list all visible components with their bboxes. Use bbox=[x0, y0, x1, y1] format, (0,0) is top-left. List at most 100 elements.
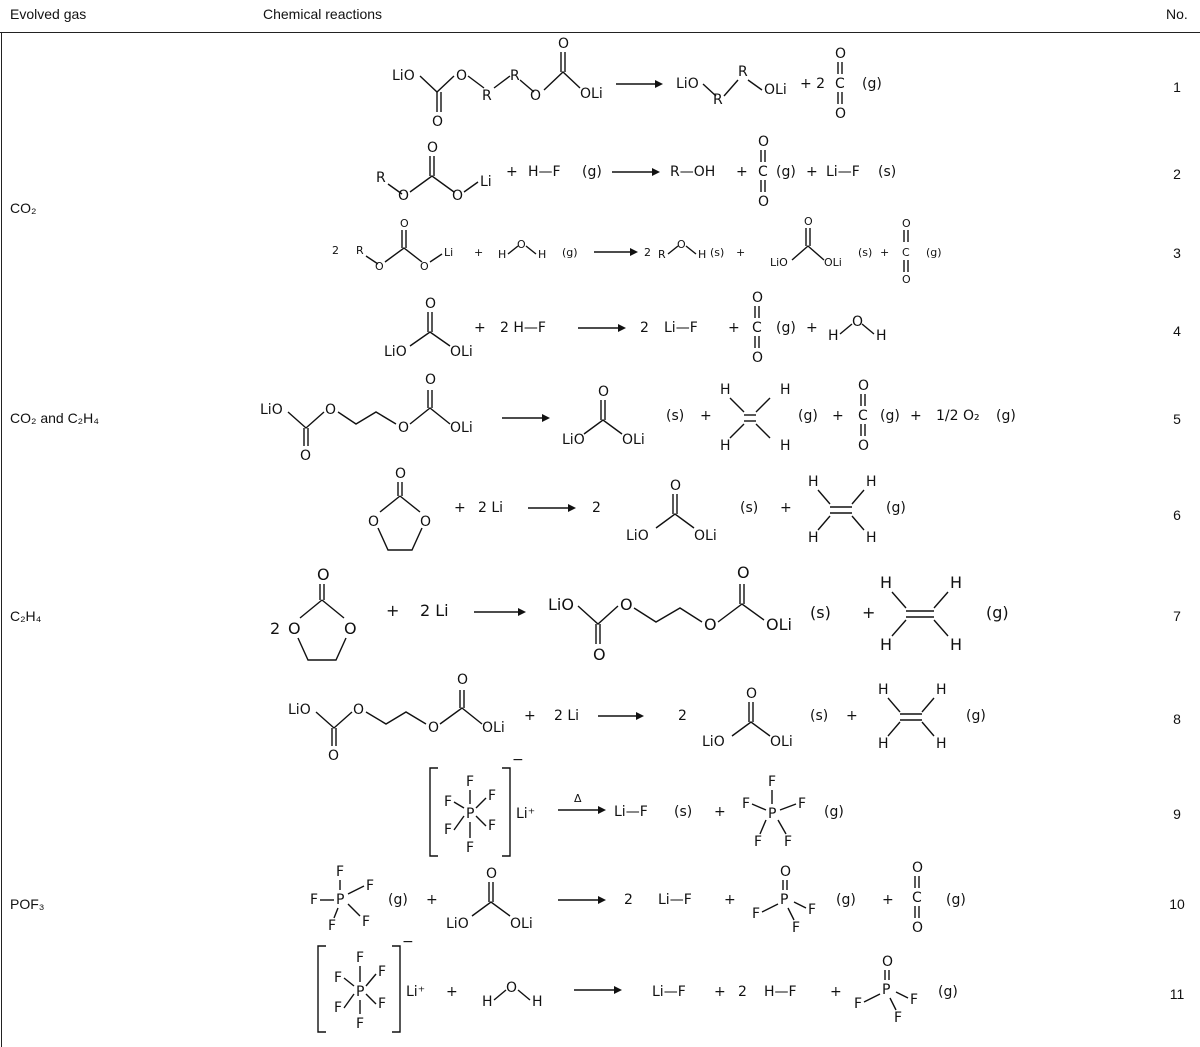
oli-label: OLi bbox=[622, 432, 645, 448]
oxygen-label: O bbox=[752, 350, 763, 366]
plus-sign: + bbox=[862, 603, 875, 622]
reaction-number-9: 9 bbox=[1173, 806, 1181, 822]
reaction-4: O LiO OLi + 2 H—F 2 Li—F + O C O (g) + H… bbox=[384, 290, 887, 366]
hydrogen-label: H bbox=[532, 994, 543, 1010]
oli-label: OLi bbox=[580, 86, 603, 102]
plus-sign: + bbox=[736, 164, 748, 180]
r-group-label: R bbox=[356, 244, 364, 257]
coefficient-2: 2 bbox=[624, 892, 633, 908]
r-group-label: R bbox=[376, 170, 386, 186]
hydrogen-label: H bbox=[876, 328, 887, 344]
solid-state-label: (s) bbox=[666, 408, 684, 424]
fluorine-label: F bbox=[792, 920, 800, 936]
oxygen-label: O bbox=[325, 402, 336, 418]
reaction-number-11: 11 bbox=[1169, 986, 1185, 1002]
reaction-number-3: 3 bbox=[1173, 245, 1181, 261]
oxygen-label: O bbox=[858, 378, 869, 394]
oxygen-label: O bbox=[420, 514, 431, 530]
hydrogen-label: H bbox=[880, 635, 892, 654]
gas-state-label: (g) bbox=[986, 603, 1009, 622]
plus-sign: + bbox=[882, 892, 894, 908]
fluorine-label: F bbox=[362, 914, 370, 930]
li-label: Li bbox=[480, 174, 492, 190]
oxygen-label: O bbox=[427, 140, 438, 156]
plus-sign: + bbox=[880, 246, 889, 259]
fluorine-label: F bbox=[808, 902, 816, 918]
hydrogen-label: H bbox=[950, 573, 962, 592]
oxygen-label: O bbox=[456, 68, 467, 84]
oxygen-label: O bbox=[737, 563, 750, 582]
hf-label: H—F bbox=[528, 164, 561, 180]
carbon-label: C bbox=[912, 890, 922, 906]
gas-label-co2: CO₂ bbox=[10, 200, 37, 216]
hydrogen-label: H bbox=[878, 736, 889, 752]
oli-label: OLi bbox=[766, 615, 792, 634]
hydrogen-label: H bbox=[498, 248, 506, 261]
header-divider bbox=[0, 32, 1200, 33]
oxygen-label: O bbox=[902, 273, 911, 286]
minus-charge: − bbox=[402, 934, 414, 950]
hydrogen-label: H bbox=[828, 328, 839, 344]
hydrogen-label: H bbox=[780, 382, 791, 398]
oxygen-label: O bbox=[300, 448, 311, 464]
oxygen-label: O bbox=[368, 514, 379, 530]
oxygen-label: O bbox=[902, 217, 911, 230]
hydrogen-label: H bbox=[936, 682, 947, 698]
oxygen-label: O bbox=[375, 260, 384, 273]
header-evolved-gas: Evolved gas bbox=[10, 6, 87, 22]
oxygen-label: O bbox=[752, 290, 763, 306]
fluorine-label: F bbox=[336, 864, 344, 880]
hydrogen-label: H bbox=[936, 736, 947, 752]
hf-label: H—F bbox=[764, 984, 797, 1000]
lio-label: LiO bbox=[288, 702, 311, 718]
oli-label: OLi bbox=[764, 82, 787, 98]
lio-label: LiO bbox=[260, 402, 283, 418]
two-li-label: 2 Li bbox=[554, 708, 579, 724]
coefficient-2: 2 bbox=[678, 708, 687, 724]
gas-state-label: (g) bbox=[862, 76, 882, 92]
gas-state-label: (g) bbox=[776, 320, 796, 336]
carbon-label: C bbox=[835, 76, 845, 92]
plus-sign: + bbox=[846, 708, 858, 724]
hydrogen-label: H bbox=[808, 530, 819, 546]
oxygen-label: O bbox=[288, 619, 301, 638]
solid-state-label: (s) bbox=[674, 804, 692, 820]
coefficient-2: 2 bbox=[644, 246, 651, 259]
oxygen-label: O bbox=[517, 238, 526, 251]
oxygen-label: O bbox=[398, 420, 409, 436]
hydrogen-label: H bbox=[866, 474, 877, 490]
oli-label: OLi bbox=[824, 256, 842, 269]
solid-state-label: (s) bbox=[810, 603, 831, 622]
plus-sign: + bbox=[446, 984, 458, 1000]
lio-label: LiO bbox=[676, 76, 699, 92]
lio-label: LiO bbox=[548, 595, 574, 614]
oxygen-label: O bbox=[804, 215, 813, 228]
oxygen-label: O bbox=[620, 595, 633, 614]
plus-sign: + bbox=[386, 601, 399, 620]
gas-state-label: (g) bbox=[966, 708, 986, 724]
fluorine-label: F bbox=[768, 774, 776, 790]
reaction-1: LiO O O R R O O OLi LiO R R OLi + 2 O C … bbox=[392, 36, 882, 130]
lif-label: Li—F bbox=[826, 164, 860, 180]
oxygen-label: O bbox=[353, 702, 364, 718]
gas-label-c2h4: C₂H₄ bbox=[10, 608, 42, 624]
fluorine-label: F bbox=[366, 878, 374, 894]
reaction-number-4: 4 bbox=[1173, 323, 1181, 339]
gas-state-label: (g) bbox=[776, 164, 796, 180]
oxygen-label: O bbox=[398, 188, 409, 204]
plus-sign: + bbox=[426, 892, 438, 908]
reaction-6: O O O + 2 Li 2 O LiO OLi (s) + H H H H (… bbox=[368, 466, 906, 551]
plus-sign: + bbox=[728, 320, 740, 336]
hydrogen-label: H bbox=[950, 635, 962, 654]
gas-state-label: (g) bbox=[582, 164, 602, 180]
plus-sign: + bbox=[780, 500, 792, 516]
fluorine-label: F bbox=[798, 796, 806, 812]
oxygen-label: O bbox=[858, 438, 869, 454]
oxygen-label: O bbox=[758, 194, 769, 210]
plus-sign: + bbox=[700, 408, 712, 424]
solid-state-label: (s) bbox=[858, 246, 872, 259]
reaction-5: LiO O O O O OLi O LiO OLi (s) + H H H H … bbox=[260, 372, 1016, 464]
gas-label-co2-and-c2h4: CO₂ and C₂H₄ bbox=[10, 410, 99, 426]
lif-label: Li—F bbox=[664, 320, 698, 336]
